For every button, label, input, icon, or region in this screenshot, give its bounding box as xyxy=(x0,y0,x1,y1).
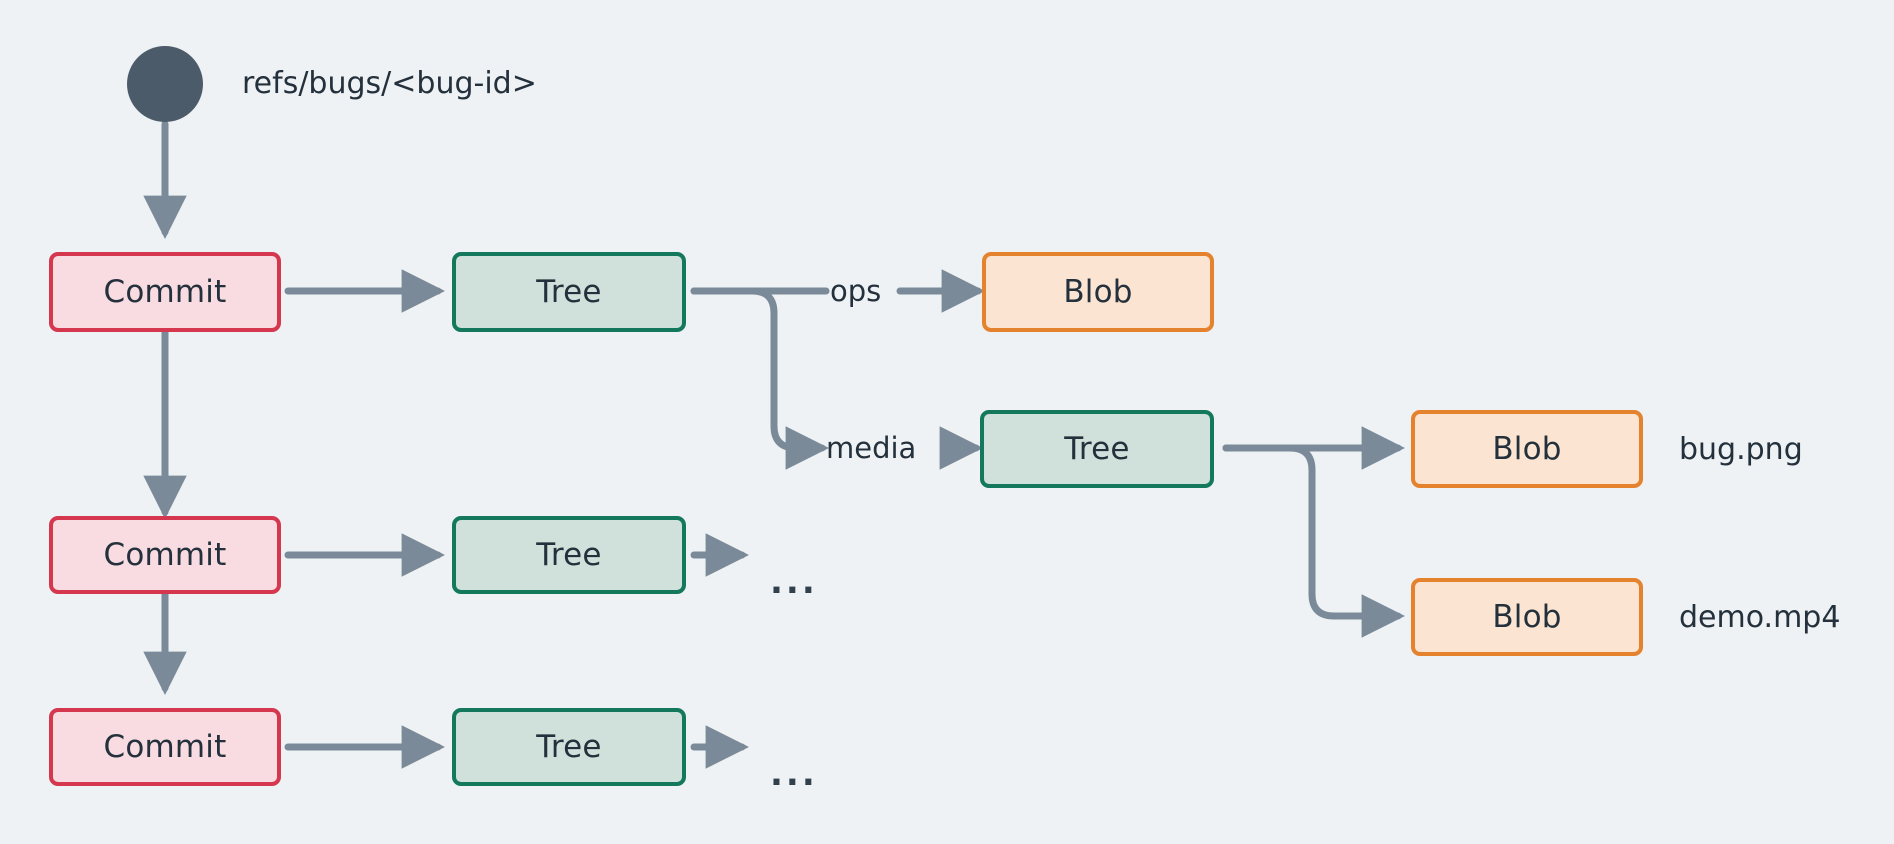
node-blob-demo-mp4[interactable]: Blob xyxy=(1411,578,1643,656)
node-commit-3[interactable]: Commit xyxy=(49,708,281,786)
file-label-bug-png: bug.png xyxy=(1679,432,1803,467)
node-commit-1[interactable]: Commit xyxy=(49,252,281,332)
ref-root-dot xyxy=(127,46,203,122)
edge-tree1-to-media xyxy=(690,287,830,470)
edge-label-ops: ops xyxy=(830,274,882,308)
ellipsis-row-3: ... xyxy=(770,754,818,794)
ref-name-label: refs/bugs/<bug-id> xyxy=(242,66,537,101)
node-blob-bug-png[interactable]: Blob xyxy=(1411,410,1643,488)
file-label-demo-mp4: demo.mp4 xyxy=(1679,600,1841,635)
node-tree-2[interactable]: Tree xyxy=(452,516,686,594)
ellipsis-row-2: ... xyxy=(770,562,818,602)
edge-treemedia-to-blob-mp4 xyxy=(1222,444,1406,638)
node-tree-3[interactable]: Tree xyxy=(452,708,686,786)
node-tree-1[interactable]: Tree xyxy=(452,252,686,332)
edge-label-media: media xyxy=(826,431,917,465)
node-commit-2[interactable]: Commit xyxy=(49,516,281,594)
node-blob-ops[interactable]: Blob xyxy=(982,252,1214,332)
node-tree-media[interactable]: Tree xyxy=(980,410,1214,488)
